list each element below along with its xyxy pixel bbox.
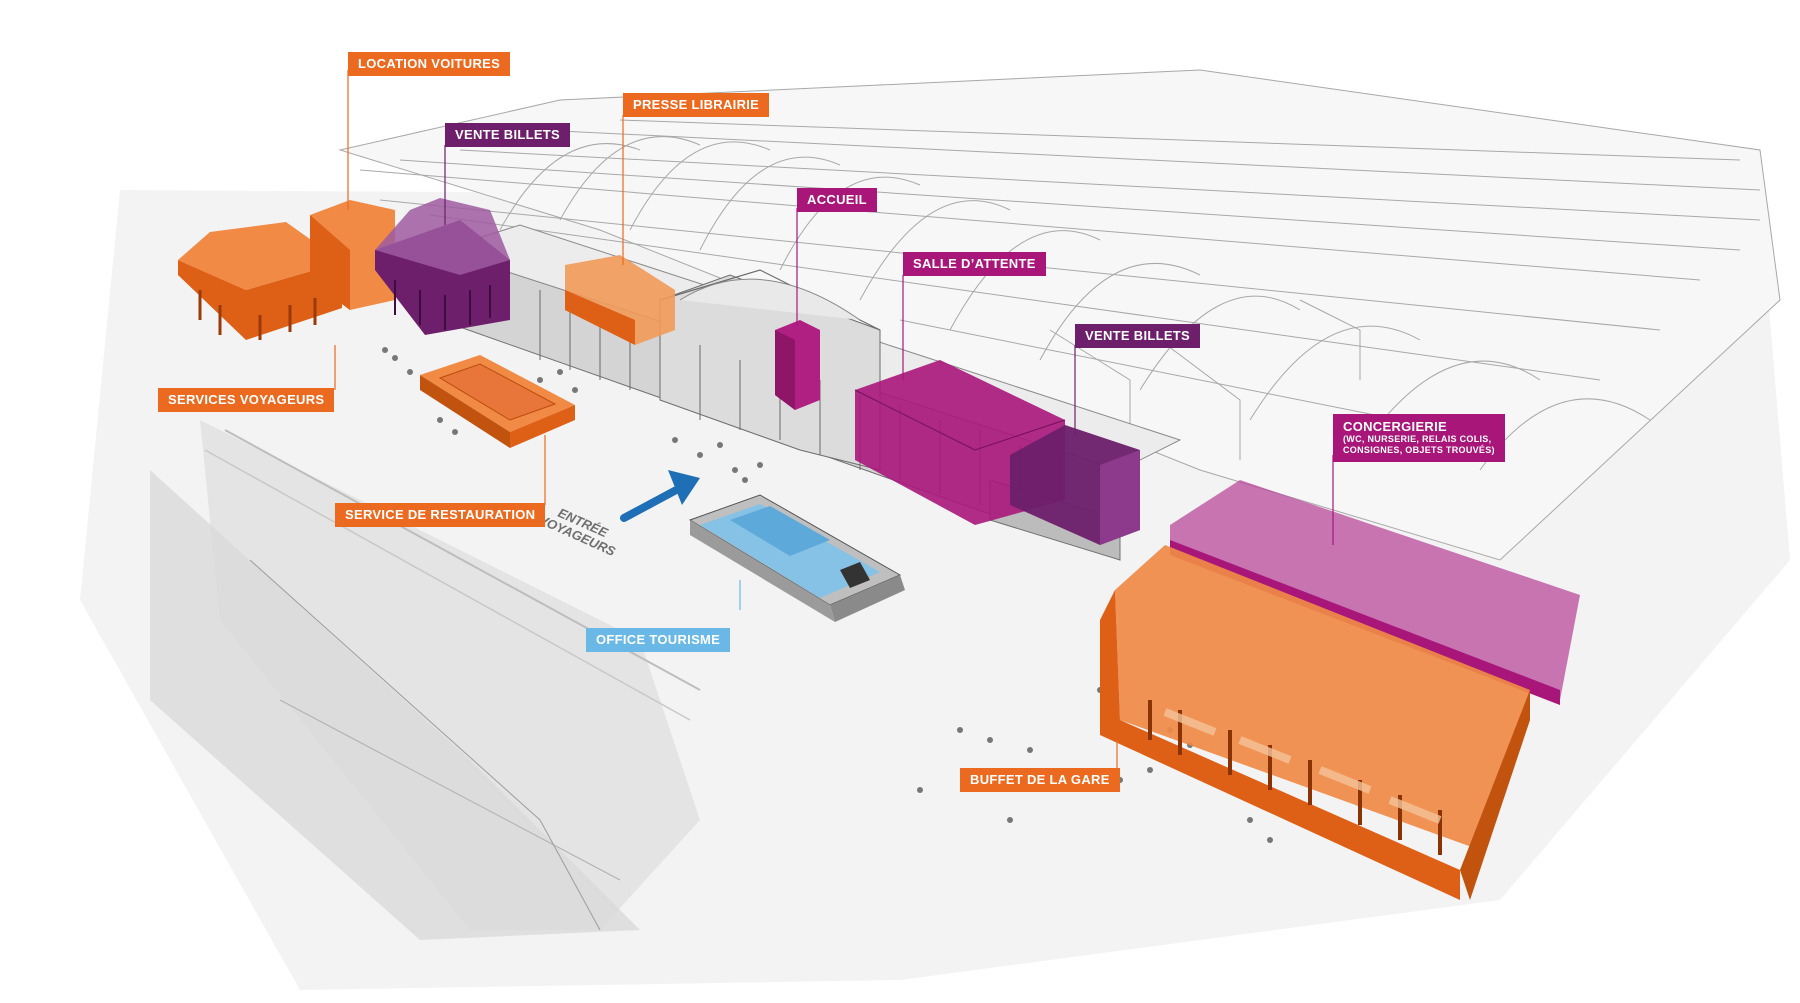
- label-concergierie-detail-2: CONSIGNES, OBJETS TROUVÉS): [1343, 445, 1495, 455]
- label-concergierie: CONCERGIERIE (WC, NURSERIE, RELAIS COLIS…: [1333, 414, 1505, 462]
- label-concergierie-title: CONCERGIERIE: [1343, 419, 1448, 434]
- leader-lines: [334, 70, 1334, 770]
- label-location-voitures: LOCATION VOITURES: [348, 52, 511, 76]
- label-buffet-gare: BUFFET DE LA GARE: [960, 768, 1120, 792]
- building-vente-billets-west: [375, 198, 510, 335]
- label-office-tourisme: OFFICE TOURISME: [586, 628, 731, 652]
- label-vente-billets-east: VENTE BILLETS: [1075, 324, 1201, 348]
- label-presse-librairie: PRESSE LIBRAIRIE: [623, 93, 770, 117]
- building-presse-librairie: [565, 255, 675, 345]
- label-concergierie-detail-1: (WC, NURSERIE, RELAIS COLIS,: [1343, 434, 1492, 444]
- building-location-voitures: [310, 200, 395, 310]
- label-accueil: ACCUEIL: [797, 188, 877, 212]
- arrow-up-right-icon: [620, 470, 700, 522]
- building-restauration: [420, 355, 575, 448]
- building-buffet-gare: [1100, 545, 1530, 900]
- label-vente-billets-west: VENTE BILLETS: [445, 123, 571, 147]
- label-salle-attente: SALLE D’ATTENTE: [903, 252, 1046, 276]
- building-office-tourisme: [688, 494, 905, 622]
- building-vente-billets-east: [1010, 425, 1140, 545]
- building-services-voyageurs: [178, 222, 342, 340]
- label-services-voyageurs: SERVICES VOYAGEURS: [158, 388, 335, 412]
- building-accueil: [775, 320, 820, 410]
- label-service-restauration: SERVICE DE RESTAURATION: [335, 503, 546, 527]
